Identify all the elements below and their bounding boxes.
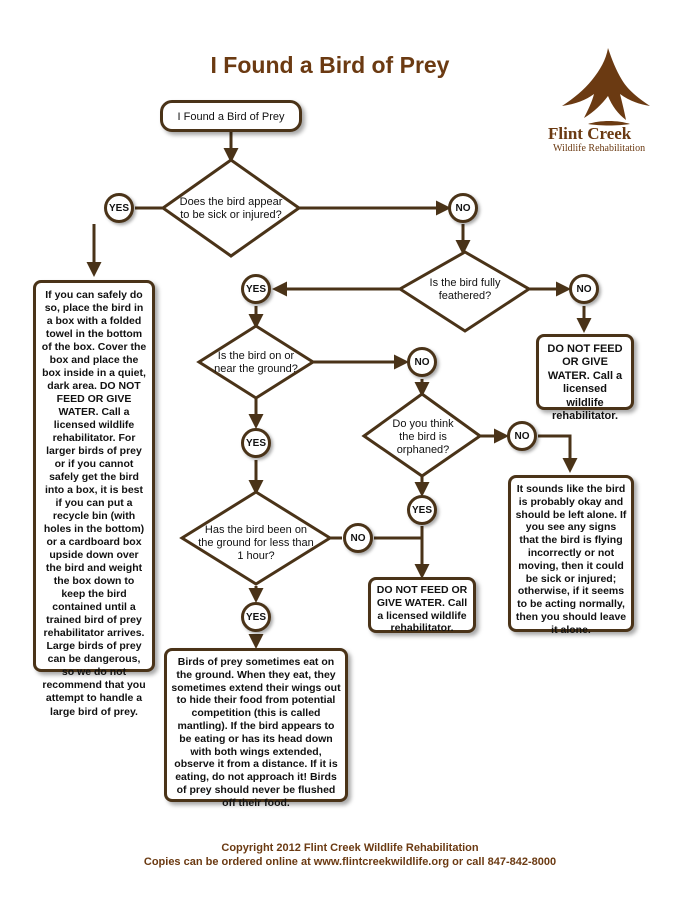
q1-diamond xyxy=(160,158,302,258)
not-feathered-warning: DO NOT FEED OR GIVE xyxy=(547,343,623,369)
q1-text: Does the bird appear to be sick or injur… xyxy=(179,196,283,222)
mantling-box: Birds of prey sometimes eat on the groun… xyxy=(164,648,348,809)
q5-diamond xyxy=(179,490,333,586)
q1-no-badge: NO xyxy=(448,193,478,223)
orphaned-warning: DO NOT FEED OR GIVE WATER. xyxy=(376,584,468,609)
orphaned-box: DO NOT FEED OR GIVE WATER. Call a licens… xyxy=(368,577,476,635)
orphaned-instructions: Call a licensed wildlife rehabilitator. xyxy=(377,596,468,635)
q4-no-badge: NO xyxy=(507,421,537,451)
logo-name: Flint Creek xyxy=(548,124,632,143)
q3-yes-badge: YES xyxy=(241,428,271,458)
bird-okay-box: It sounds like the bird is probably okay… xyxy=(508,475,634,636)
q5-text: Has the bird been on the ground for less… xyxy=(198,524,314,563)
q4-yes-badge: YES xyxy=(407,495,437,525)
q3-no-badge: NO xyxy=(407,347,437,377)
sick-injured-intro: If you can safely do so, place the bird … xyxy=(41,289,147,393)
sick-injured-warning: DO NOT FEED OR GIVE WATER. Call a licens… xyxy=(52,380,141,445)
not-feathered-box: DO NOT FEED OR GIVE WATER. Call a licens… xyxy=(536,334,634,422)
logo-subtitle: Wildlife Rehabilitation xyxy=(553,143,646,154)
footer-copyright: Copyright 2012 Flint Creek Wildlife Reha… xyxy=(221,842,479,854)
footer-contact: Copies can be ordered online at www.flin… xyxy=(143,856,557,868)
q3-text: Is the bird on or near the ground? xyxy=(214,350,298,376)
sick-injured-instructions: For larger birds of prey or if you canno… xyxy=(42,432,146,718)
q4-text: Do you think the bird is orphaned? xyxy=(392,418,454,457)
sick-injured-box: If you can safely do so, place the bird … xyxy=(33,280,155,718)
q5-no-badge: NO xyxy=(343,523,373,553)
q2-diamond xyxy=(397,250,532,333)
page-title: I Found a Bird of Prey xyxy=(210,52,450,78)
q2-yes-badge: YES xyxy=(241,274,271,304)
not-feathered-instructions: WATER. Call a licensed wildlife rehabili… xyxy=(547,369,623,423)
q1-yes-badge: YES xyxy=(104,193,134,223)
start-box: I Found a Bird of Prey xyxy=(160,100,302,132)
q3-diamond xyxy=(196,324,316,400)
q4-diamond xyxy=(361,392,483,478)
q5-yes-badge: YES xyxy=(241,602,271,632)
q2-no-badge: NO xyxy=(569,274,599,304)
q2-text: Is the bird fully feathered? xyxy=(429,277,501,303)
mantling-text: Birds of prey sometimes eat on the groun… xyxy=(171,656,341,809)
start-label: I Found a Bird of Prey xyxy=(177,111,285,123)
bird-of-prey-icon xyxy=(562,48,650,126)
bird-okay-text: It sounds like the bird is probably okay… xyxy=(515,483,627,636)
